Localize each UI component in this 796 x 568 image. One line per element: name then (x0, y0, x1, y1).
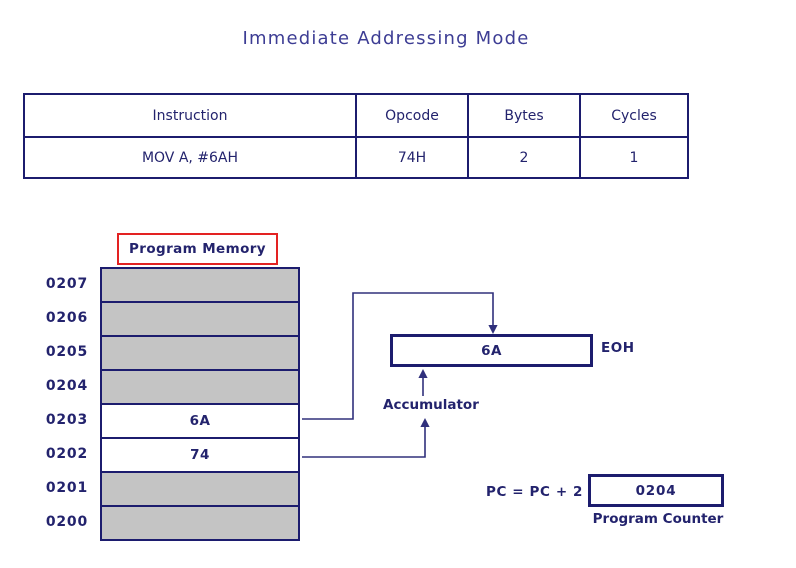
address-label: 0207 (45, 276, 88, 292)
table-cell-instruction: MOV A, #6AH (25, 136, 355, 177)
memory-address-labels: 0207 0206 0205 0204 0203 0202 0201 0200 (25, 267, 88, 541)
table-cell-bytes: 2 (467, 136, 579, 177)
program-memory-label: Program Memory (128, 241, 266, 257)
pc-equation: PC = PC + 2 (486, 484, 584, 500)
address-label: 0201 (45, 480, 88, 496)
accumulator-box: 6A (390, 334, 593, 367)
accumulator-value: 6A (481, 342, 502, 359)
address-label: 0200 (45, 514, 88, 530)
arrowhead-down-icon (488, 325, 498, 334)
memory-cell (102, 473, 298, 507)
address-label: 0204 (45, 378, 88, 394)
memory-cell (102, 269, 298, 303)
table-cell-opcode: 74H (355, 136, 467, 177)
address-label: 0202 (45, 446, 88, 462)
memory-cell (102, 507, 298, 539)
arrowhead-up-icon (418, 369, 428, 378)
address-label: 0203 (45, 412, 88, 428)
arrowhead-up-icon (420, 418, 430, 427)
program-counter-value: 0204 (635, 482, 677, 499)
instruction-table: Instruction Opcode Bytes Cycles MOV A, #… (23, 93, 689, 179)
page-title: Immediate Addressing Mode (242, 28, 530, 49)
program-memory-column: 6A 74 (100, 267, 300, 541)
address-label: 0205 (45, 344, 88, 360)
address-label: 0206 (45, 310, 88, 326)
program-counter-box: 0204 (588, 474, 724, 507)
table-header-instruction: Instruction (152, 107, 228, 124)
memory-cell (102, 337, 298, 371)
table-cell-cycles: 1 (579, 136, 687, 177)
table-header-bytes: Bytes (467, 95, 579, 136)
table-header-cycles: Cycles (579, 95, 687, 136)
table-header-opcode: Opcode (355, 95, 467, 136)
memory-cell (102, 371, 298, 405)
memory-cell (102, 303, 298, 337)
program-counter-caption: Program Counter (592, 511, 724, 527)
accumulator-caption: Accumulator (383, 397, 479, 413)
memory-cell-opcode: 74 (102, 439, 298, 473)
arrow-opcode-to-accumulator-label (302, 427, 426, 458)
memory-cell-operand: 6A (102, 405, 298, 439)
accumulator-register-address: EOH (601, 340, 635, 356)
program-memory-label-box: Program Memory (117, 233, 278, 265)
